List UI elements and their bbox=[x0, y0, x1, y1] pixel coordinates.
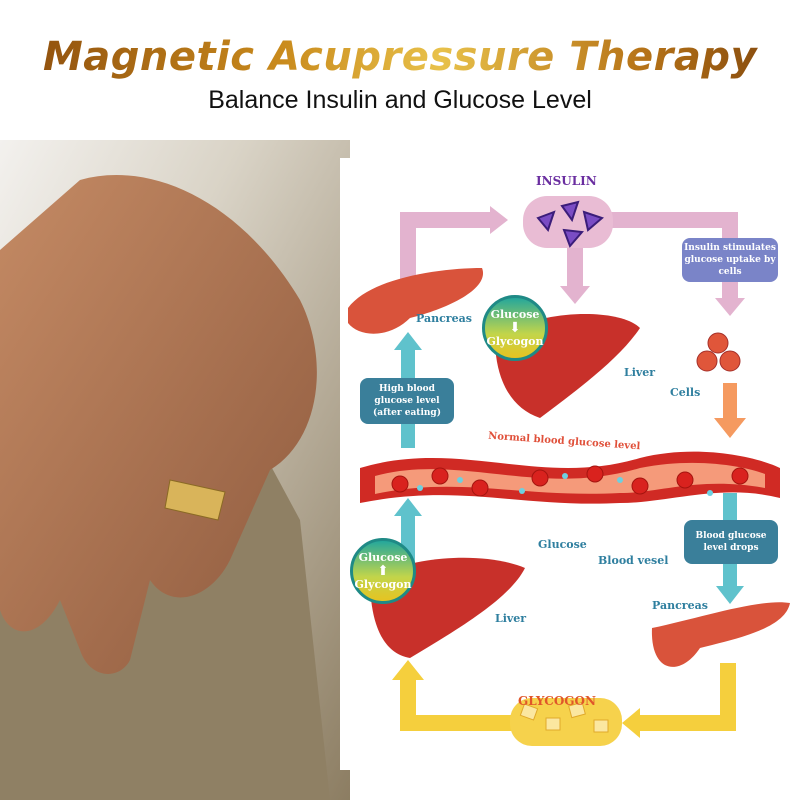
pancreas-top-label: Pancreas bbox=[416, 312, 472, 325]
circle-bottom-to: Glycogon bbox=[354, 578, 412, 591]
page-subtitle: Balance Insulin and Glucose Level bbox=[208, 86, 592, 114]
insulin-path-left bbox=[400, 212, 490, 298]
insulin-cluster bbox=[523, 196, 613, 248]
glycogon-cluster bbox=[510, 698, 622, 746]
liver-top-label: Liver bbox=[624, 366, 656, 379]
glucose-to-glycogon-circle: Glucose ⬇ Glycogon bbox=[482, 295, 548, 361]
arrow-down-icon: ⬇ bbox=[509, 320, 521, 336]
insulin-title: INSULIN bbox=[536, 174, 597, 188]
pancreas-top-organ bbox=[348, 268, 484, 334]
pancreas-bottom-label: Pancreas bbox=[652, 599, 708, 612]
level-drops-box: Blood glucose level drops bbox=[684, 520, 778, 564]
glucose-cycle-diagram: INSULIN GLYCOGON Normal blood glucose le… bbox=[340, 158, 792, 770]
glycogon-title: GLYCOGON bbox=[518, 694, 596, 708]
circle-top-from: Glucose bbox=[490, 308, 540, 321]
circle-top-to: Glycogon bbox=[486, 335, 544, 348]
glucose-label: Glucose bbox=[538, 538, 587, 551]
arrow-up-icon: ⬆ bbox=[377, 563, 389, 579]
high-blood-box: High blood glucose level (after eating) bbox=[360, 378, 454, 424]
glycogon-to-glucose-circle: Glucose ⬆ Glycogon bbox=[350, 538, 416, 604]
insulin-stimulates-box: Insulin stimulates glucose uptake by cel… bbox=[682, 238, 778, 282]
liver-bottom-label: Liver bbox=[495, 612, 527, 625]
cells-label: Cells bbox=[670, 386, 701, 399]
hand-with-ring-photo bbox=[0, 140, 350, 800]
circle-bottom-from: Glucose bbox=[358, 551, 408, 564]
blood-vesel-label: Blood vesel bbox=[598, 554, 669, 567]
pancreas-bottom-organ bbox=[651, 602, 790, 667]
page-title: Magnetic Acupressure Therapy bbox=[0, 34, 800, 80]
